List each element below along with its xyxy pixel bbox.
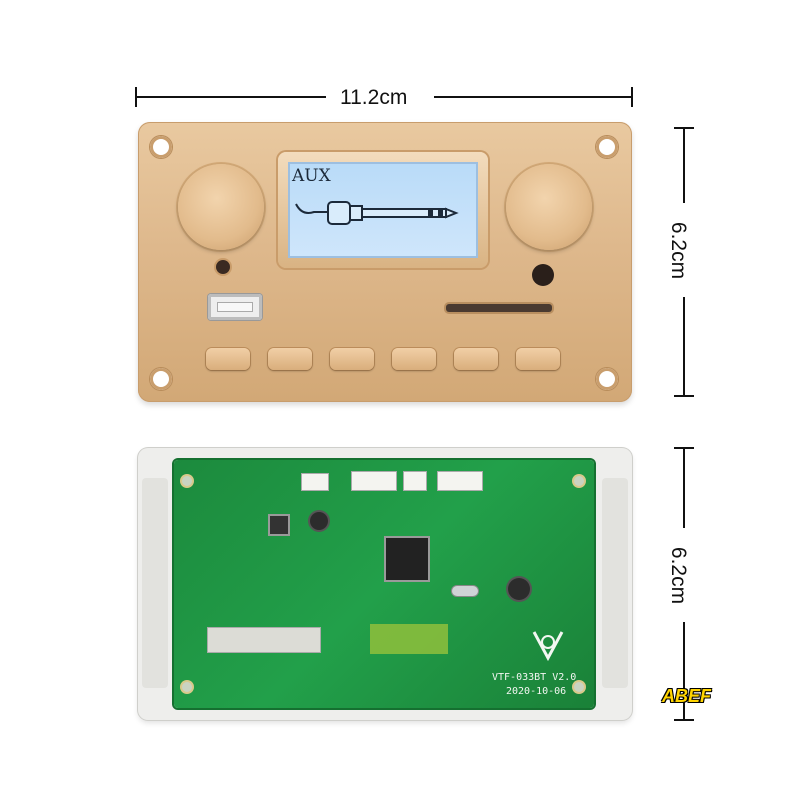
- mount-hole: [574, 682, 584, 692]
- screw-hole: [596, 136, 618, 158]
- circuit-board: VTF-033BT V2.0 2020-10-06: [174, 460, 594, 708]
- screw-hole: [150, 368, 172, 390]
- lcd-source-label: AUX: [292, 166, 331, 186]
- lcd-bezel: AUX: [278, 152, 488, 268]
- sd-card-slot[interactable]: [446, 304, 552, 312]
- connector: [302, 474, 328, 490]
- back-housing: VTF-033BT V2.0 2020-10-06: [138, 448, 632, 720]
- microphone-hole: [532, 264, 554, 286]
- main-chip: [386, 538, 428, 580]
- housing-rail-left: [142, 478, 168, 688]
- right-knob[interactable]: [506, 164, 592, 250]
- screw-hole: [596, 368, 618, 390]
- watermark-logo: ABEF: [662, 686, 711, 706]
- left-knob[interactable]: [178, 164, 264, 250]
- bottom-height-label: 6.2cm: [667, 546, 691, 605]
- top-height-label: 6.2cm: [667, 221, 691, 280]
- width-label: 11.2cm: [340, 86, 408, 109]
- front-panel: AUX: [138, 122, 632, 402]
- antenna-trace: [370, 624, 448, 654]
- lcd-screen: AUX: [288, 162, 478, 258]
- mount-hole: [574, 476, 584, 486]
- panel-button-3[interactable]: [330, 348, 374, 370]
- capacitor: [508, 578, 530, 600]
- housing-rail-right: [602, 478, 628, 688]
- mount-hole: [182, 476, 192, 486]
- brand-logo: [532, 631, 564, 662]
- aux-plug-icon: [295, 201, 459, 225]
- capacitor: [310, 512, 328, 530]
- panel-button-5[interactable]: [454, 348, 498, 370]
- regulator-chip: [270, 516, 288, 534]
- usb-port[interactable]: [208, 294, 262, 320]
- ribbon-connector: [208, 628, 320, 652]
- crystal: [452, 586, 478, 596]
- ir-receiver: [216, 260, 230, 274]
- connector: [438, 472, 482, 490]
- board-model-label: VTF-033BT V2.0: [492, 672, 577, 683]
- connector: [404, 472, 426, 490]
- board-date-label: 2020-10-06: [506, 686, 567, 697]
- mount-hole: [182, 682, 192, 692]
- panel-button-4[interactable]: [392, 348, 436, 370]
- connector: [352, 472, 396, 490]
- panel-button-1[interactable]: [206, 348, 250, 370]
- panel-button-6[interactable]: [516, 348, 560, 370]
- panel-button-2[interactable]: [268, 348, 312, 370]
- screw-hole: [150, 136, 172, 158]
